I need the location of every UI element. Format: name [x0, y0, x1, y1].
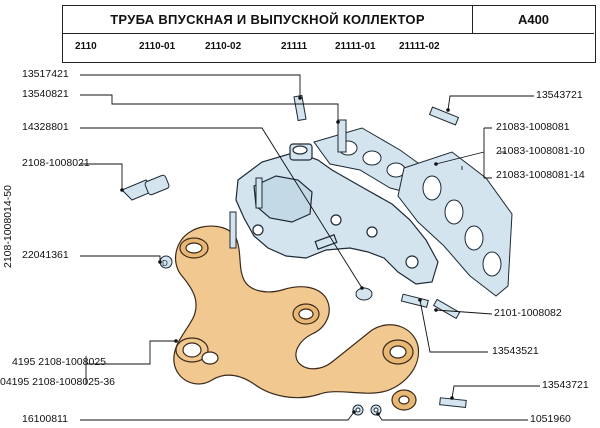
part-label-21083-1008081-14: 21083-1008081-14 [496, 169, 585, 181]
stud-top-right [428, 106, 460, 126]
part-label-13543721-bottom: 13543721 [542, 379, 589, 391]
part-label-13543521: 13543521 [492, 345, 539, 357]
model-item: 21111-02 [399, 41, 440, 52]
plug-22041361: D [159, 255, 173, 269]
part-label-21083-1008081: 21083-1008081 [496, 121, 570, 133]
washer-14328801 [355, 287, 373, 301]
part-label-13543721-top: 13543721 [536, 89, 583, 101]
part-label-2108-1008025-36: 04195 2108-1008025-36 [0, 376, 116, 388]
intake-manifold [235, 143, 439, 285]
part-label-14328801: 14328801 [22, 121, 69, 133]
part-label-21083-1008081-10: 21083-1008081-10 [496, 145, 585, 157]
fitting-2108-1008021 [121, 174, 170, 201]
stud-left [229, 211, 237, 249]
part-label-16100811: 16100811 [22, 413, 68, 425]
part-label-2108-1008025: 4195 2108-1008025 [12, 356, 107, 368]
stud-right [432, 298, 461, 320]
exhaust-gaskets [397, 151, 513, 297]
part-label-2108-1008021: 2108-1008021 [22, 157, 90, 169]
leader-lines [80, 74, 540, 421]
part-label-1051960: 1051960 [530, 413, 571, 425]
studs [229, 94, 467, 408]
page-title: ТРУБА ВПУСКНАЯ И ВЫПУСКНОЙ КОЛЛЕКТОР [63, 6, 473, 34]
stud-center [337, 119, 347, 153]
model-item: 21111-01 [335, 41, 376, 52]
part-label-22041361: 22041361 [22, 249, 69, 261]
section-code: А400 [473, 6, 594, 34]
part-label-13540821: 13540821 [22, 88, 69, 100]
part-label-2101-1008082: 2101-1008082 [494, 307, 562, 319]
stud-mid-right [400, 293, 429, 308]
exhaust-manifold [173, 225, 420, 411]
svg-text:D: D [162, 259, 168, 268]
model-item: 21111 [281, 41, 308, 52]
model-item: 2110-02 [205, 41, 242, 52]
title-block: ТРУБА ВПУСКНАЯ И ВЫПУСКНОЙ КОЛЛЕКТОР А40… [62, 5, 596, 63]
part-label-13517421: 13517421 [22, 68, 69, 80]
stud-top-left [293, 94, 307, 122]
model-item: 2110 [75, 41, 97, 52]
model-item: 2110-01 [139, 41, 176, 52]
model-list: 2110 2110-01 2110-02 21111 21111-01 2111… [63, 34, 595, 62]
stud-left-2 [255, 177, 263, 209]
